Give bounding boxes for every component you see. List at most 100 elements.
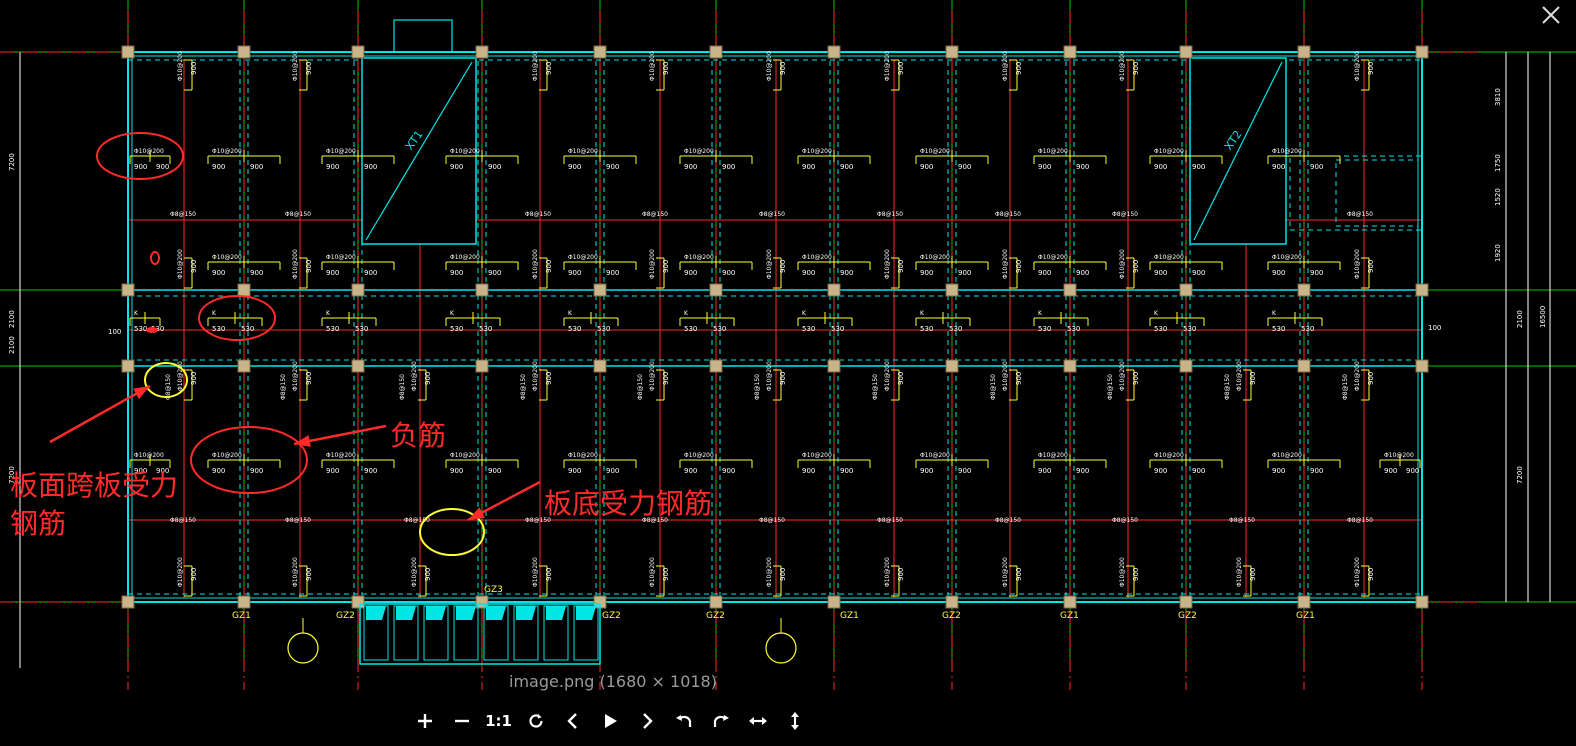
annotation-top-span-rebar-line1: 板面跨板受力 <box>10 469 179 502</box>
actual-size-button[interactable]: 1:1 <box>480 706 517 736</box>
column-square <box>1063 45 1077 59</box>
actual-size-label: 1:1 <box>485 712 512 730</box>
column-square <box>121 45 135 59</box>
play-icon <box>604 714 617 728</box>
rebar-spec-label: Φ10@200 <box>532 51 539 81</box>
rebar-spec-label: Φ10@200 <box>568 254 598 261</box>
rebar-length-label: 530 <box>713 325 726 333</box>
rebar-spec-label: Φ10@200 <box>766 361 773 391</box>
rebar-spec-label: Φ8@150 <box>399 374 406 400</box>
rotate-right-button[interactable] <box>702 706 739 736</box>
rebar-length-label: 900 <box>1367 62 1375 75</box>
rebar-spec-label: K <box>568 310 573 317</box>
column-square <box>827 283 841 297</box>
rebar-spec-label: Φ8@150 <box>170 211 196 218</box>
rebar-length-label: 900 <box>1272 467 1285 475</box>
stair-diagonal <box>1193 61 1283 241</box>
zoom-out-button[interactable] <box>443 706 480 736</box>
dimension-label: 1750 <box>1494 154 1502 172</box>
rebar-length-label: 900 <box>1076 269 1089 277</box>
bottom-stair <box>359 603 601 665</box>
rebar-length-label: 900 <box>1154 269 1167 277</box>
rebar-spec-label: Φ10@200 <box>684 148 714 155</box>
rebar-spec-label: Φ8@150 <box>280 374 287 400</box>
rebar-spec-label: Φ10@200 <box>649 557 656 587</box>
dimension-label: 7200 <box>8 466 16 484</box>
next-button[interactable] <box>628 706 665 736</box>
rebar-length-label: 900 <box>1015 372 1023 385</box>
dimension-label: 2100 <box>1516 310 1524 328</box>
rebar-spec-label: K <box>326 310 331 317</box>
rebar-length-label: 900 <box>1154 467 1167 475</box>
rebar-spec-label: Φ10@200 <box>326 148 356 155</box>
rebar-length-label: 530 <box>831 325 844 333</box>
rotate-left-button[interactable] <box>665 706 702 736</box>
column-square <box>1063 359 1077 373</box>
flip-vertical-icon <box>790 712 799 730</box>
rebar-length-label: 900 <box>1272 163 1285 171</box>
stair-nosing <box>546 606 566 620</box>
annotation-arrowhead <box>133 386 150 400</box>
rebar-length-label: 900 <box>802 163 815 171</box>
previous-button[interactable] <box>554 706 591 736</box>
dimension-label: 7200 <box>8 153 16 171</box>
rebar-length-label: 530 <box>326 325 339 333</box>
viewer-toolbar: 1:1 <box>406 706 813 736</box>
dimension-label: 1520 <box>1494 188 1502 206</box>
rebar-spec-label: Φ10@200 <box>177 557 184 587</box>
rebar-spec-label: Φ8@150 <box>404 517 430 524</box>
flip-horizontal-button[interactable] <box>739 706 776 736</box>
annotation-mark <box>150 251 160 265</box>
rebar-length-label: 530 <box>1183 325 1196 333</box>
slab-outline-inner <box>131 55 1419 599</box>
zoom-in-button[interactable] <box>406 706 443 736</box>
column-label: GZ2 <box>942 611 961 621</box>
column-square <box>1297 595 1311 609</box>
rebar-length-label: 900 <box>1132 372 1140 385</box>
rebar-length-label: 900 <box>190 260 198 273</box>
rebar-length-label: 900 <box>156 467 169 475</box>
rebar-length-label: 900 <box>897 62 905 75</box>
stair-nosing <box>366 606 386 620</box>
play-slideshow-button[interactable] <box>591 706 628 736</box>
rebar-length-label: 900 <box>1038 269 1051 277</box>
flip-horizontal-icon <box>748 717 767 725</box>
column-square <box>475 45 489 59</box>
rebar-length-label: 900 <box>722 467 735 475</box>
rebar-spec-label: Φ8@150 <box>637 374 644 400</box>
rebar-length-label: 900 <box>1132 260 1140 273</box>
column-square <box>121 595 135 609</box>
rebar-spec-label: K <box>920 310 925 317</box>
column-square <box>475 595 489 609</box>
rebar-length-label: 900 <box>1015 62 1023 75</box>
rebar-spec-label: Φ8@150 <box>1112 211 1138 218</box>
rebar-length-label: 900 <box>212 163 225 171</box>
rebar-spec-label: Φ10@200 <box>884 51 891 81</box>
rebar-spec-label: Φ8@150 <box>1342 374 1349 400</box>
column-square <box>1297 45 1311 59</box>
rebar-spec-label: Φ10@200 <box>884 361 891 391</box>
rebar-spec-label: K <box>684 310 689 317</box>
column-square <box>351 283 365 297</box>
close-icon[interactable] <box>1540 4 1562 26</box>
annotation-arrow-shaft <box>49 384 151 444</box>
rebar-length-label: 530 <box>479 325 492 333</box>
column-label: GZ1 <box>840 611 859 621</box>
column-square <box>827 595 841 609</box>
stair-nosing <box>486 606 506 620</box>
rebar-length-label: 900 <box>662 372 670 385</box>
column-label: GZ2 <box>336 611 355 621</box>
rebar-spec-label: K <box>802 310 807 317</box>
refresh-button[interactable] <box>517 706 554 736</box>
rebar-length-label: 900 <box>326 467 339 475</box>
flip-vertical-button[interactable] <box>776 706 813 736</box>
column-square <box>1179 283 1193 297</box>
rebar-length-label: 900 <box>606 269 619 277</box>
edge-note-label: 100 <box>1428 324 1441 332</box>
annotation-top-span-rebar-line2: 钢筋 <box>10 507 67 540</box>
rebar-spec-label: Φ10@200 <box>292 51 299 81</box>
axis-bubble <box>287 632 319 664</box>
annotation-ellipse <box>190 426 308 494</box>
rebar-length-label: 900 <box>450 467 463 475</box>
rebar-length-label: 900 <box>840 269 853 277</box>
